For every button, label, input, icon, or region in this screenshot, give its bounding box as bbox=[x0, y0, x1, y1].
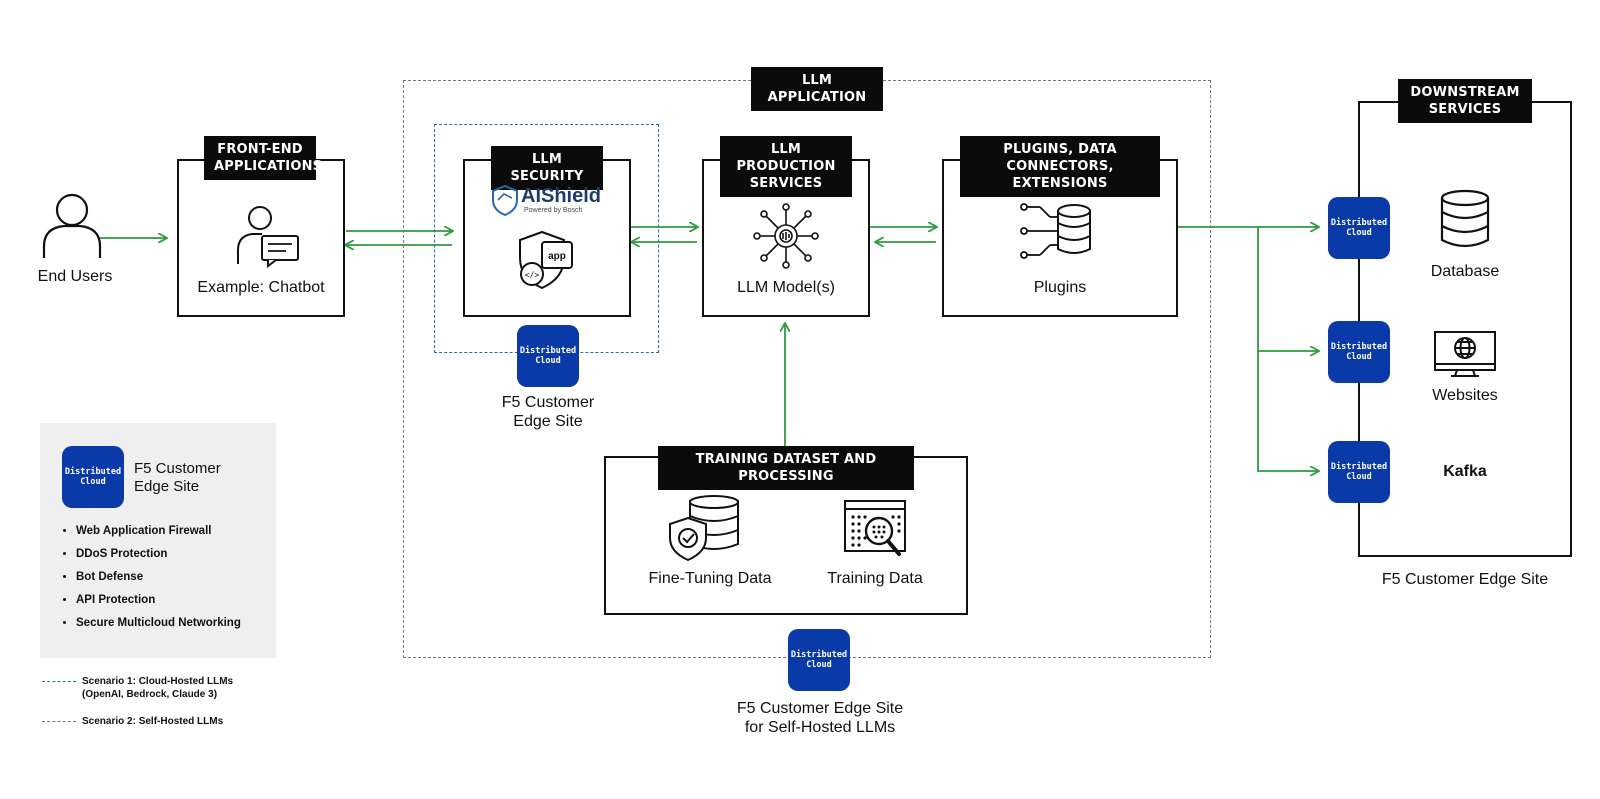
legend-scenario1-line bbox=[42, 681, 76, 682]
arrow-to-websites bbox=[1257, 227, 1318, 351]
websites-label: Websites bbox=[1432, 387, 1498, 404]
dc-line2: Cloud bbox=[806, 660, 832, 670]
dc-line1: Distributed bbox=[1330, 462, 1388, 472]
downstream-box bbox=[1358, 101, 1572, 557]
fine-tuning-shield-db-icon bbox=[669, 495, 739, 562]
legend-feature: Web Application Firewall bbox=[76, 525, 241, 538]
downstream-tag: DOWNSTREAM SERVICES bbox=[1398, 79, 1532, 123]
dc-line2: Cloud bbox=[1346, 228, 1372, 238]
downstream-tag-line2: SERVICES bbox=[1428, 102, 1502, 117]
legend-site-label: F5 Customer Edge Site bbox=[134, 460, 221, 496]
end-users-label: End Users bbox=[37, 268, 113, 285]
production-tag-line1: LLM PRODUCTION bbox=[736, 142, 836, 174]
legend-feature: Bot Defense bbox=[76, 571, 241, 584]
production-tag: LLM PRODUCTION SERVICES bbox=[720, 136, 852, 197]
security-site-line1: F5 Customer bbox=[501, 394, 595, 411]
legend-scenario1-line1: Scenario 1: Cloud-Hosted LLMs bbox=[82, 676, 234, 687]
dc-line2: Cloud bbox=[1346, 472, 1372, 482]
database-icon bbox=[1440, 189, 1490, 248]
training-tag: TRAINING DATASET AND PROCESSING bbox=[658, 446, 914, 490]
fine-tuning-label: Fine-Tuning Data bbox=[648, 570, 772, 587]
llm-security-tag: LLM SECURITY bbox=[491, 146, 603, 190]
front-end-tag-line1: FRONT-END bbox=[217, 142, 303, 157]
self-hosted-site-label: F5 Customer Edge Site for Self-Hosted LL… bbox=[690, 699, 950, 737]
legend-scenario1-text: Scenario 1: Cloud-Hosted LLMs (OpenAI, B… bbox=[82, 675, 233, 701]
dc-line1: Distributed bbox=[519, 346, 577, 356]
aishield-subtitle: Powered by Bosch bbox=[524, 207, 583, 214]
plugins-tag: PLUGINS, DATA CONNECTORS, EXTENSIONS bbox=[960, 136, 1160, 197]
legend-scenario2-text: Scenario 2: Self-Hosted LLMs bbox=[82, 716, 224, 727]
plugins-label: Plugins bbox=[1033, 279, 1087, 296]
legend-scenario2-line bbox=[42, 721, 76, 722]
security-site-line2: Edge Site bbox=[513, 413, 583, 430]
legend-feature: DDoS Protection bbox=[76, 548, 241, 561]
self-hosted-site-line1: F5 Customer Edge Site bbox=[736, 700, 904, 717]
front-end-tag: FRONT-END APPLICATIONS bbox=[204, 136, 323, 180]
dc-line1: Distributed bbox=[1330, 342, 1388, 352]
plugins-tag-line1: PLUGINS, DATA CONNECTORS, bbox=[1003, 142, 1117, 174]
front-end-tag-line2: APPLICATIONS bbox=[214, 159, 323, 174]
app-shield-code-glyph: </> bbox=[525, 271, 540, 280]
user-icon bbox=[42, 193, 102, 258]
dc-line2: Cloud bbox=[80, 477, 106, 487]
training-data-search-icon bbox=[844, 500, 906, 556]
dc-line2: Cloud bbox=[535, 356, 561, 366]
kafka-label: Kafka bbox=[1443, 463, 1487, 480]
app-shield-badge: app bbox=[548, 251, 566, 262]
aishield-logo-icon bbox=[492, 184, 518, 217]
llm-application-tag: LLM APPLICATION bbox=[751, 67, 883, 111]
arrow-to-kafka bbox=[1257, 351, 1318, 471]
security-site-label: F5 Customer Edge Site bbox=[478, 393, 618, 431]
aishield-brand-text: AIShield bbox=[521, 185, 602, 207]
dc-line2: Cloud bbox=[1346, 352, 1372, 362]
aishield-brand: AIShield bbox=[521, 185, 601, 207]
self-hosted-site-line2: for Self-Hosted LLMs bbox=[744, 719, 896, 736]
llm-model-network-icon bbox=[753, 203, 819, 269]
chatbot-icon bbox=[237, 206, 299, 268]
app-shield-icon: app </> bbox=[519, 230, 573, 290]
legend-scenario1-line2: (OpenAI, Bedrock, Claude 3) bbox=[82, 689, 218, 700]
plugins-tag-line2: EXTENSIONS bbox=[1012, 176, 1108, 191]
plugins-database-icon bbox=[1020, 203, 1091, 259]
legend-site-line2: Edge Site bbox=[134, 478, 200, 495]
dc-line1: Distributed bbox=[64, 467, 122, 477]
training-data-label: Training Data bbox=[827, 570, 923, 587]
website-monitor-icon bbox=[1434, 331, 1496, 377]
legend-feature: API Protection bbox=[76, 594, 241, 607]
dc-line1: Distributed bbox=[790, 650, 848, 660]
production-tag-line2: SERVICES bbox=[749, 176, 823, 191]
downstream-tag-line1: DOWNSTREAM bbox=[1410, 85, 1520, 100]
database-label: Database bbox=[1430, 263, 1500, 280]
downstream-site-label: F5 Customer Edge Site bbox=[1381, 571, 1549, 588]
legend-feature: Secure Multicloud Networking bbox=[76, 617, 241, 630]
dc-line1: Distributed bbox=[1330, 218, 1388, 228]
legend-feature-list: Web Application Firewall DDoS Protection… bbox=[60, 525, 241, 640]
legend-site-line1: F5 Customer bbox=[134, 460, 221, 477]
front-end-label: Example: Chatbot bbox=[197, 279, 325, 296]
production-label: LLM Model(s) bbox=[737, 279, 835, 296]
